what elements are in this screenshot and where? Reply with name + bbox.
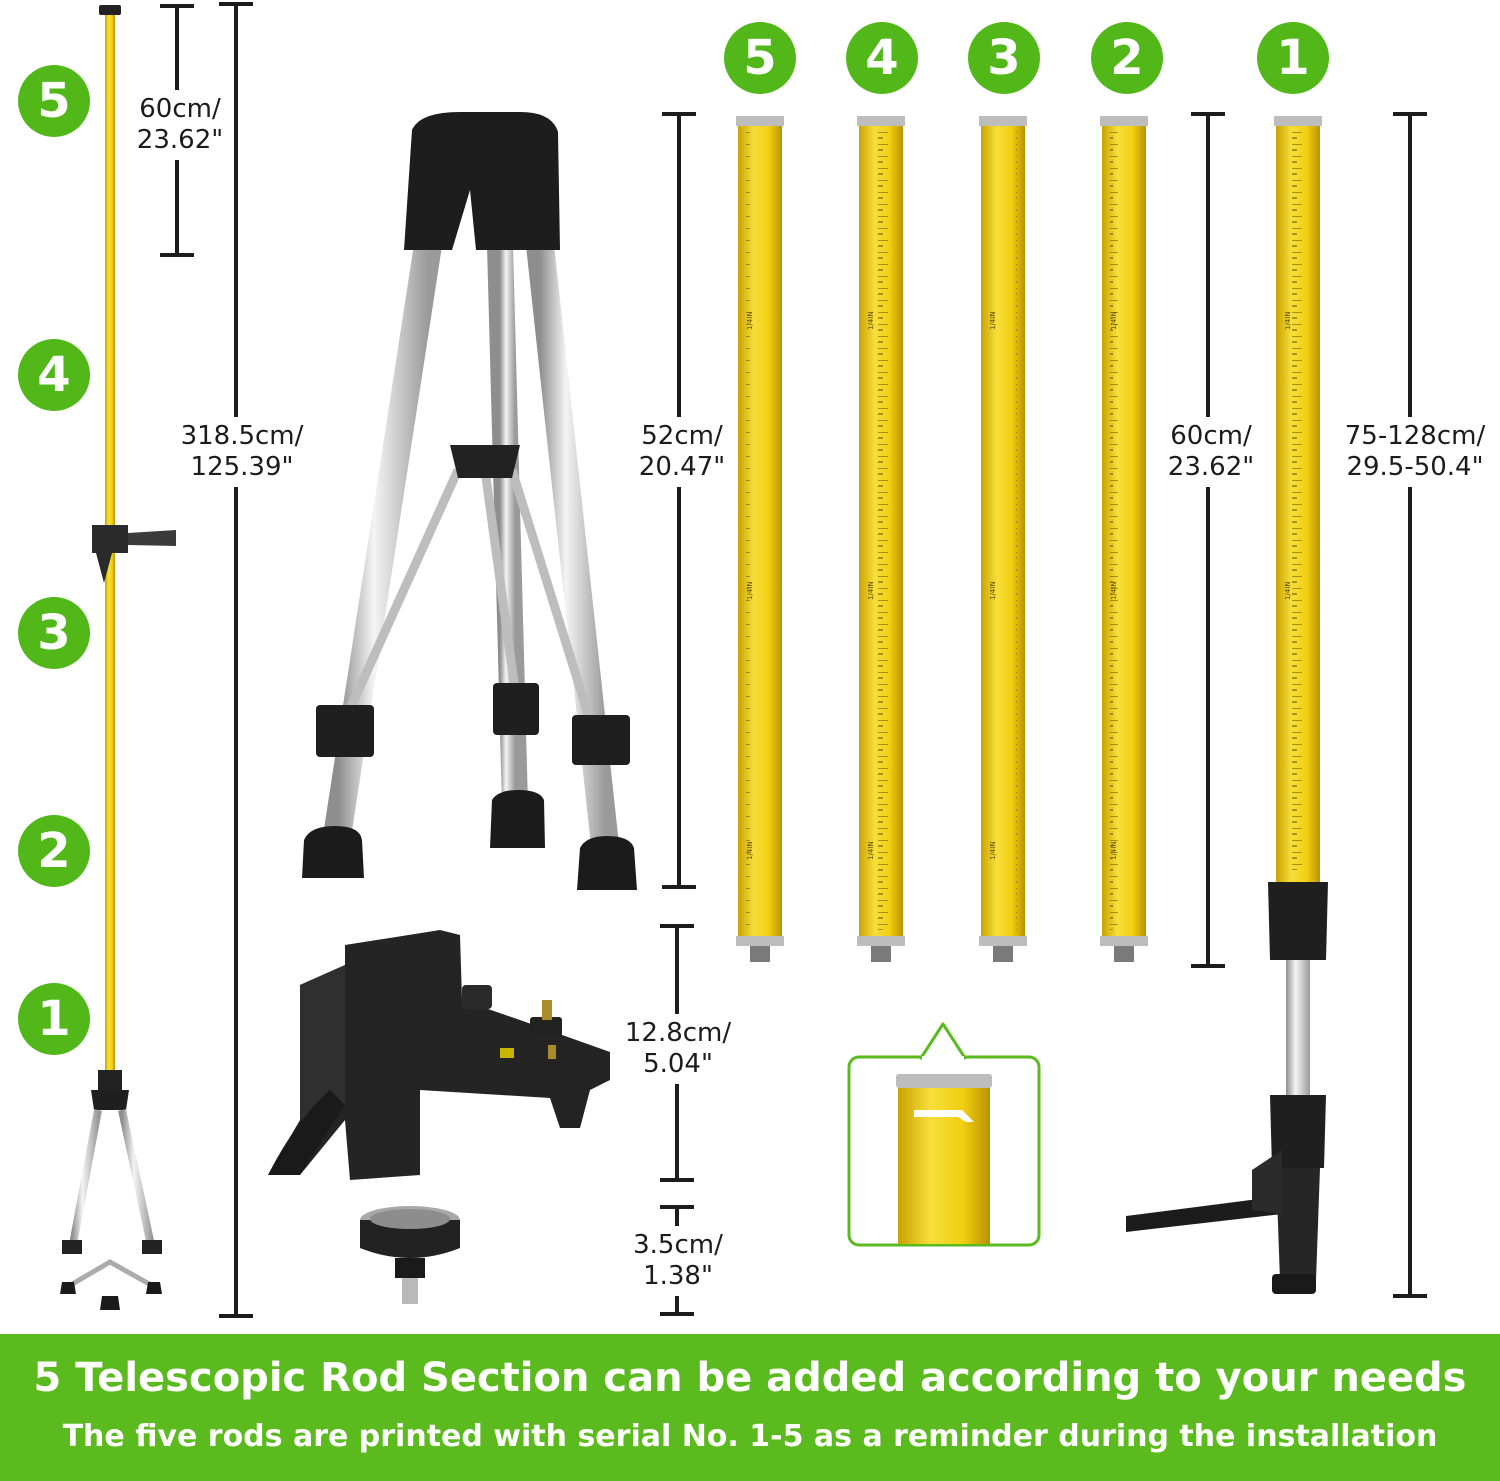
rod-badge-4: 4 [846,22,918,94]
rod-section-1 [1126,116,1328,1294]
rod-scale-mark: 1/4IN [746,581,754,600]
rod-scale-mark: 1/4IN [867,581,875,600]
rod-scale-mark: 1/4IN [1110,841,1118,860]
rod-scale-mark: 1/4IN [1110,311,1118,330]
rod-scale-mark: 1/4IN [1284,311,1292,330]
pole-section-badge-1: 1 [18,983,90,1055]
rod-badge-2: 2 [1091,22,1163,94]
dim-label-adapter: 3.5cm/ 1.38" [626,1226,730,1296]
dim-label-bracket: 12.8cm/ 5.04" [618,1014,738,1084]
rod-scale-mark: 1/4IN [746,311,754,330]
banner-headline: 5 Telescopic Rod Section can be added ac… [33,1355,1467,1401]
pole-section-badge-2: 2 [18,815,90,887]
bracket-illustration [268,930,610,1180]
rod-badge-1: 1 [1257,22,1329,94]
rod-scale-mark: 1/4IN [989,841,997,860]
dim-bar-rod-overall [1191,112,1225,968]
tripod-illustration [302,112,637,890]
pole-section-badge-3: 3 [18,597,90,669]
rod-scale-mark: 1/4IN [867,841,875,860]
dim-bar-total-height [219,2,253,1318]
dim-label-rod-overall: 60cm/ 23.62" [1160,417,1262,487]
pole-top-cap [99,5,121,15]
rod-scale-mark: 1/4IN [746,841,754,860]
pole-section-badge-5: 5 [18,65,90,137]
rod-serial-mark-one [914,1110,974,1122]
dim-label-total-height: 318.5cm/ 125.39" [176,417,308,487]
pole-clamp [92,525,128,553]
rod-badge-5: 5 [724,22,796,94]
serial-number-callout [847,1022,1041,1247]
pole-clamp-arm [128,530,176,546]
dim-label-rod-section: 52cm/ 20.47" [630,417,734,487]
assembled-pole [60,5,176,1310]
pole-mini-tripod [60,1070,162,1310]
rod-scale-mark: 1/4IN [1110,581,1118,600]
rod-scale-mark: 1/4IN [989,311,997,330]
rod-scale-mark: 1/4IN [989,581,997,600]
rod-section-5 [736,116,784,962]
rod-section-2 [1100,116,1148,962]
banner-subline: The five rods are printed with serial No… [62,1419,1438,1454]
pole-clamp-lever [96,553,112,583]
rod-scale-mark: 1/4IN [1284,581,1292,600]
dim-bar-rod-1 [1393,112,1427,1298]
rod-badge-3: 3 [968,22,1040,94]
bottom-banner: 5 Telescopic Rod Section can be added ac… [0,1334,1500,1481]
rod-section-3 [979,116,1027,962]
dim-label-rod-1: 75-128cm/ 29.5-50.4" [1338,417,1492,487]
dim-label-top-section: 60cm/ 23.62" [128,90,232,160]
adapter-illustration [360,1206,460,1304]
rod-scale-mark: 1/4IN [867,311,875,330]
rod-section-4 [857,116,905,962]
pole-section-badge-4: 4 [18,339,90,411]
dim-bar-rod-section [662,112,696,889]
